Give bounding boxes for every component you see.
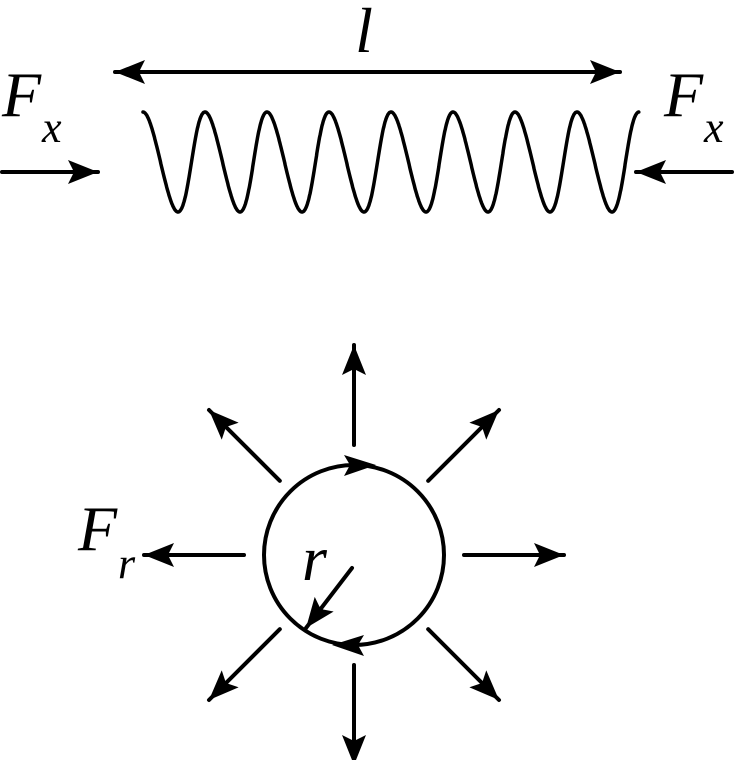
left-force-label: F <box>1 59 42 130</box>
loop-group: r F r <box>77 343 566 760</box>
radius-label: r <box>302 523 328 594</box>
right-force-symbol: F <box>663 59 704 130</box>
spring-group: l F x F x <box>0 0 734 214</box>
radial-force-arrow-north-west <box>207 408 282 483</box>
right-force-subscript: x <box>703 103 724 152</box>
loop-direction-markers <box>332 455 376 656</box>
current-loop <box>262 463 446 647</box>
radial-force-arrow-south-east <box>426 627 501 702</box>
radial-force-symbol: F <box>77 493 118 564</box>
left-force-symbol: F <box>1 59 42 130</box>
coil-spring-path <box>141 110 641 214</box>
loop-top-direction-arrowhead <box>344 455 376 476</box>
radial-force-label: F <box>77 493 118 564</box>
radius-arrow <box>304 566 354 630</box>
radial-force-arrow-north-east <box>426 408 501 483</box>
coil-spring <box>141 110 641 214</box>
right-force-label: F <box>663 59 704 130</box>
length-label: l <box>355 0 373 66</box>
radial-force-subscript: r <box>118 539 136 588</box>
radial-force-arrow-south-west <box>207 627 282 702</box>
loop-bottom-direction-arrowhead <box>332 635 364 656</box>
left-force-subscript: x <box>41 103 62 152</box>
radial-force-arrows <box>142 343 566 760</box>
